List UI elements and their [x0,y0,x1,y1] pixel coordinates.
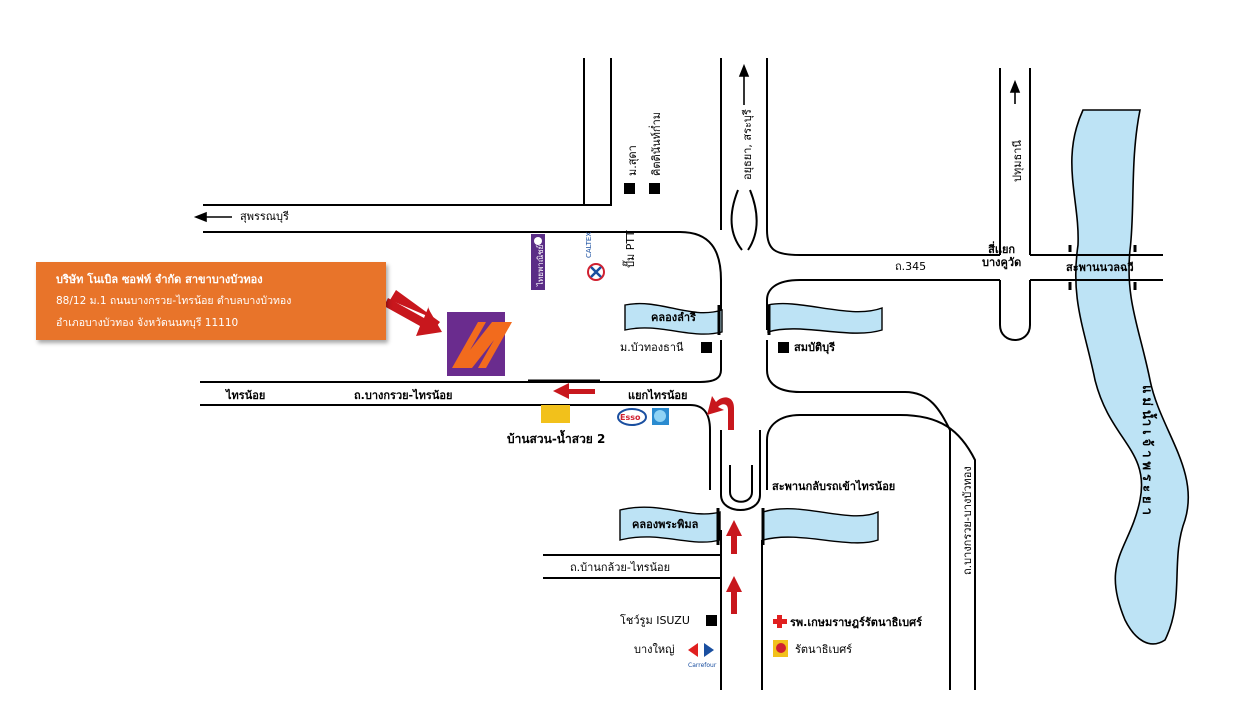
label-saphan-nawalchawee: สะพานนวลฉวี [1066,261,1134,274]
label-khlong-lamri: คลองลำรี [651,311,696,324]
label-bangkruai-bangbuathong: ถ.บางกรวย-บางบัวทอง [961,466,974,575]
label-bangkruai-sainoi: ถ.บางกรวย-ไทรน้อย [354,389,453,402]
label-pathumthani: ปทุมธานี [1011,140,1024,182]
label-pump-ptt: ปั๊ม PTT [624,230,637,268]
red-cross-icon [773,615,787,628]
label-esso: Esso [620,413,641,422]
esso-logo [617,408,669,426]
label-yaek-sainoi: แยกไทรน้อย [628,389,688,402]
label-si-yaek-bangkuwat: สี่แยก บางคูวัด [982,243,1022,269]
company-info-box: บริษัท โนเบิล ซอฟท์ จำกัด สาขาบางบัวทอง … [36,262,386,340]
label-ayutthaya: อยุธยา, สระบุรี [741,109,754,180]
company-name: บริษัท โนเบิล ซอฟท์ จำกัด สาขาบางบัวทอง [56,273,263,286]
carrefour-logo [688,643,714,657]
caltex-logo [587,263,605,281]
company-address-1: 88/12 ม.1 ถนนบางกรวย-ไทรน้อย ตำบลบางบัวท… [56,295,292,307]
arrow-up-icon [738,63,750,105]
label-river: แม่น้ำเจ้าพระยา [1139,385,1154,519]
label-bankluai-sainoi: ถ.บ้านกล้วย-ไทรน้อย [570,561,671,574]
chao-phraya-river [1071,109,1190,645]
khlong-lamri-east [767,302,883,334]
noble-soft-logo [447,312,512,376]
label-caltex: CALTEX [585,231,593,258]
company-pointer-arrow [384,298,442,336]
arrow-right-icon [1009,79,1021,104]
khlong-lamri-west [624,302,723,335]
label-m-buathong-thani: ม.บัวทองธานี [620,341,684,354]
label-suphanburi: สุพรรณบุรี [240,210,289,223]
label-thai-panich: ไทยพาณิชย์ [536,244,545,286]
khlong-phrapimol-west [619,506,721,543]
label-hospital: รพ.เกษมราษฎร์รัตนาธิเบศร์ [790,616,922,629]
label-sainoi: ไทรน้อย [226,389,266,402]
khlong-phrapimol-east [762,508,879,544]
route-arrows [390,290,742,614]
arrow-left-icon [193,211,232,223]
rattanathibet-logo [773,640,788,657]
label-sombatburi: สมบัติบุรี [794,341,835,354]
label-u-turn-bridge: สะพานกลับรถเข้าไทรน้อย [772,480,896,493]
ban-suan-marker [541,405,570,423]
label-m-suda: ม.สุดา [626,145,639,176]
label-kittinan: คิตตินันท์ก่ำม [650,111,663,176]
label-khlong-phrapimol: คลองพระพิมล [632,518,699,531]
scb-logo [531,234,545,290]
label-carrefour: Carrefour [688,662,717,669]
company-address-2: อำเภอบางบัวทอง จังหวัดนนทบุรี 11110 [56,317,239,329]
label-rattanathibet: รัตนาธิเบศร์ [795,643,853,656]
label-road-345: ถ.345 [895,260,927,273]
label-isuzu: โชว์รูม ISUZU [620,614,690,627]
label-bangyai: บางใหญ่ [634,643,675,656]
label-ban-suan: บ้านสวน-น้ำสวย 2 [507,432,606,446]
